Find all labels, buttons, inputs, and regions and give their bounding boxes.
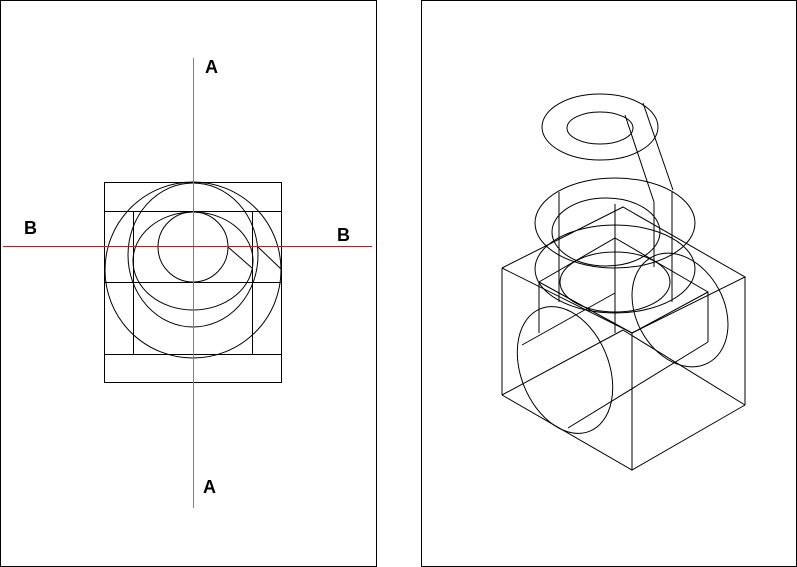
isometric-view-panel xyxy=(421,0,797,567)
label-a-bottom: A xyxy=(203,477,216,497)
section-view-panel: A A B B xyxy=(0,0,377,567)
label-b-right: B xyxy=(337,225,350,245)
panel-border xyxy=(0,0,377,567)
label-b-left: B xyxy=(24,218,37,238)
part-outline xyxy=(104,181,282,383)
isometric-part xyxy=(501,93,747,471)
panel-border xyxy=(421,0,797,567)
label-a-top: A xyxy=(205,57,218,77)
